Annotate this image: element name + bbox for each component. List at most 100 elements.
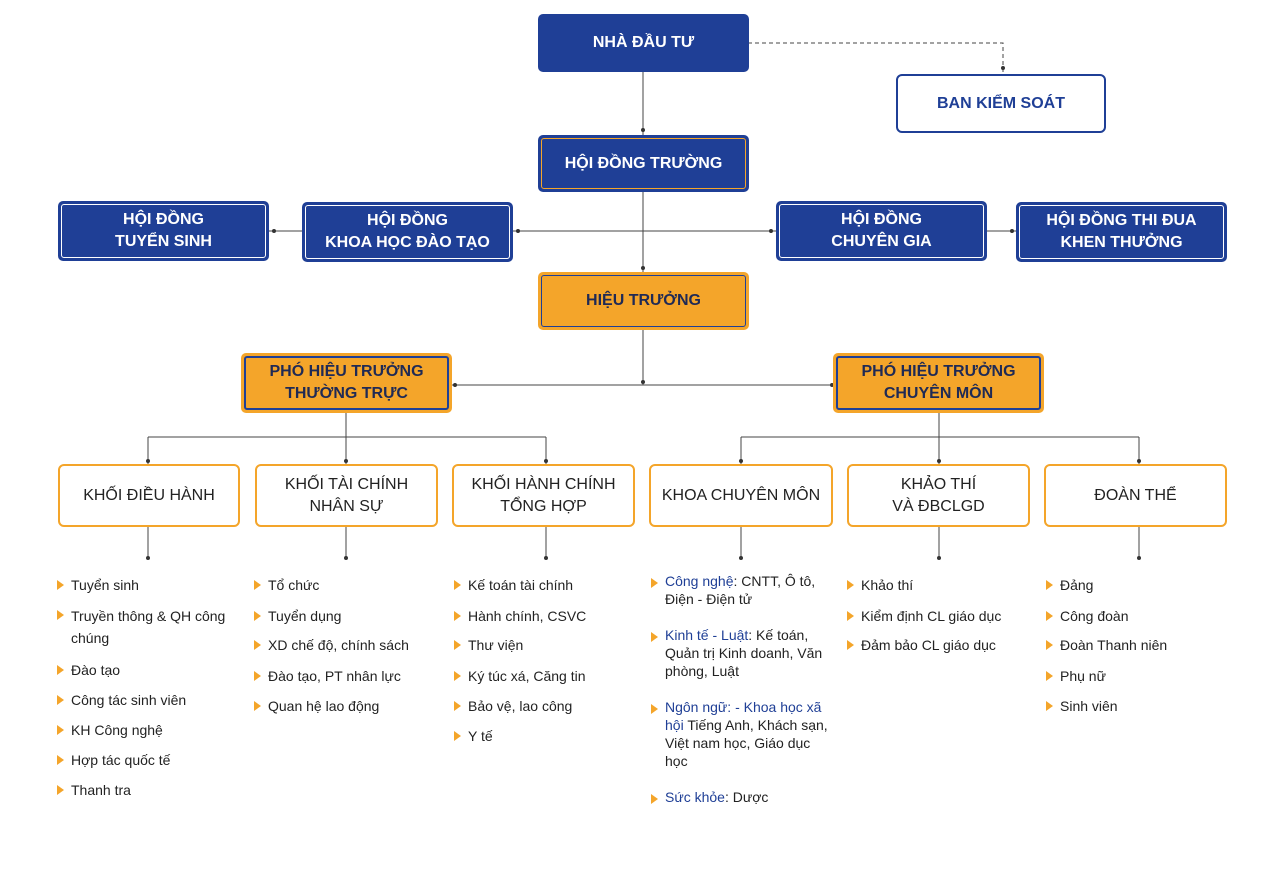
principal-box: HIỆU TRƯỞNG [538,272,749,330]
science-council-line1: HỘI ĐỒNG [367,212,448,229]
list-item: Đoàn Thanh niên [1046,635,1226,655]
list-item: Sinh viên [1046,696,1226,716]
unit-testing-title-line2: VÀ ĐBCLGD [892,497,985,515]
list-item: Kế toán tài chính [454,575,639,595]
bullet-triangle-icon [254,701,261,711]
bullet-triangle-icon [254,671,261,681]
bullet-triangle-icon [57,725,64,735]
unit-unions-box: ĐOÀN THỂ [1044,464,1227,527]
unit-unions-list: Đảng Công đoàn Đoàn Thanh niên Phụ nữ Si… [1046,575,1226,716]
unit-testing-box: KHẢO THÍ VÀ ĐBCLGD [847,464,1030,527]
vice-academic-line1: PHÓ HIỆU TRƯỞNG [861,363,1016,380]
list-item: Phụ nữ [1046,666,1226,686]
bullet-triangle-icon [1046,611,1053,621]
school-board-box: HỘI ĐỒNG TRƯỜNG [538,135,749,192]
bullet-triangle-icon [1046,671,1053,681]
bullet-triangle-icon [57,610,64,620]
bullet-triangle-icon [847,580,854,590]
emulation-council-line2: KHEN THƯỞNG [1060,234,1183,251]
unit-admin-list: Kế toán tài chính Hành chính, CSVC Thư v… [454,575,639,746]
bullet-triangle-icon [454,671,461,681]
list-item: Tổ chức [254,575,439,595]
bullet-triangle-icon [57,695,64,705]
list-item: Sức khỏe: Dược [651,788,831,806]
bullet-triangle-icon [1046,640,1053,650]
list-item: Hợp tác quốc tế [57,750,227,770]
experts-council-line1: HỘI ĐỒNG [841,211,922,228]
bullet-triangle-icon [651,794,658,804]
supervisory-box: BAN KIỂM SOÁT [896,74,1106,133]
bullet-triangle-icon [254,611,261,621]
vice-standing-line1: PHÓ HIỆU TRƯỞNG [269,363,424,380]
unit-faculties-box: KHOA CHUYÊN MÔN [649,464,833,527]
investor-label: NHÀ ĐẦU TƯ [592,34,695,51]
list-item: Quan hệ lao động [254,696,439,716]
bullet-triangle-icon [57,665,64,675]
vice-academic-line2: CHUYÊN MÔN [883,385,994,402]
unit-admin-title-line2: TỔNG HỢP [500,497,587,515]
unit-finance-hr-title-line2: NHÂN SỰ [309,497,384,515]
vice-standing-line2: THƯỜNG TRỰC [285,385,408,402]
list-item: Bảo vệ, lao công [454,696,639,716]
list-item: Y tế [454,726,639,746]
bullet-triangle-icon [254,580,261,590]
list-item: Đảng [1046,575,1226,595]
unit-admin-box: KHỐI HÀNH CHÍNH TỔNG HỢP [452,464,635,527]
list-item: Thư viện [454,635,639,655]
experts-council-line2: CHUYÊN GIA [831,233,932,250]
list-item: Hành chính, CSVC [454,606,639,626]
unit-admin-title-line1: KHỐI HÀNH CHÍNH [471,475,616,493]
bullet-triangle-icon [57,785,64,795]
list-item: Thanh tra [57,780,227,800]
unit-faculties-list: Công nghệ: CNTT, Ô tô, Điện - Điện tử Ki… [651,572,831,806]
supervisory-label: BAN KIỂM SOÁT [937,94,1065,112]
list-item: Tuyển dụng [254,606,439,626]
bullet-triangle-icon [651,704,658,714]
unit-executive-list: Tuyển sinh Truyền thông & QH công chúng … [57,575,227,800]
bullet-triangle-icon [254,640,261,650]
bullet-triangle-icon [847,611,854,621]
unit-finance-hr-title-line1: KHỐI TÀI CHÍNH [284,475,409,493]
list-item: Khảo thí [847,575,1032,595]
list-item: KH Công nghệ [57,720,227,740]
list-item: Đảm bảo CL giáo dục [847,635,1032,655]
science-council-box: HỘI ĐỒNG KHOA HỌC ĐÀO TẠO [302,202,513,262]
principal-label: HIỆU TRƯỞNG [586,292,701,309]
admissions-council-box: HỘI ĐỒNG TUYỂN SINH [58,201,269,261]
list-item: Công nghệ: CNTT, Ô tô, Điện - Điện tử [651,572,831,608]
unit-faculties-title: KHOA CHUYÊN MÔN [661,486,821,504]
bullet-triangle-icon [1046,580,1053,590]
unit-executive-box: KHỐI ĐIỀU HÀNH [58,464,240,527]
list-item: Đào tạo, PT nhân lực [254,666,439,686]
vice-standing-box: PHÓ HIỆU TRƯỞNG THƯỜNG TRỰC [241,353,452,413]
admissions-council-line1: HỘI ĐỒNG [123,211,204,228]
unit-finance-hr-box: KHỐI TÀI CHÍNH NHÂN SỰ [255,464,438,527]
list-item: Công đoàn [1046,606,1226,626]
bullet-triangle-icon [454,580,461,590]
bullet-triangle-icon [651,632,658,642]
list-item: Tuyển sinh [57,575,227,595]
bullet-triangle-icon [454,611,461,621]
list-item: Kinh tế - Luật: Kế toán, Quản trị Kinh d… [651,626,831,680]
investor-box: NHÀ ĐẦU TƯ [538,14,749,72]
school-board-label: HỘI ĐỒNG TRƯỜNG [564,154,723,172]
emulation-council-box: HỘI ĐỒNG THI ĐUA KHEN THƯỞNG [1016,202,1227,262]
unit-testing-title-line1: KHẢO THÍ [900,475,977,493]
vice-academic-box: PHÓ HIỆU TRƯỞNG CHUYÊN MÔN [833,353,1044,413]
unit-testing-list: Khảo thí Kiểm định CL giáo dục Đảm bảo C… [847,575,1032,655]
list-item: Kiểm định CL giáo dục [847,606,1032,626]
experts-council-box: HỘI ĐỒNG CHUYÊN GIA [776,201,987,261]
list-item: Ngôn ngữ: - Khoa học xã hội Tiếng Anh, K… [651,698,831,770]
list-item: Công tác sinh viên [57,690,227,710]
bullet-triangle-icon [57,580,64,590]
unit-unions-title: ĐOÀN THỂ [1094,486,1177,504]
bullet-triangle-icon [454,701,461,711]
bullet-triangle-icon [454,731,461,741]
bullet-triangle-icon [651,578,658,588]
bullet-triangle-icon [847,640,854,650]
bullet-triangle-icon [1046,701,1053,711]
science-council-line2: KHOA HỌC ĐÀO TẠO [325,234,490,251]
list-item: XD chế độ, chính sách [254,635,439,655]
bullet-triangle-icon [454,640,461,650]
